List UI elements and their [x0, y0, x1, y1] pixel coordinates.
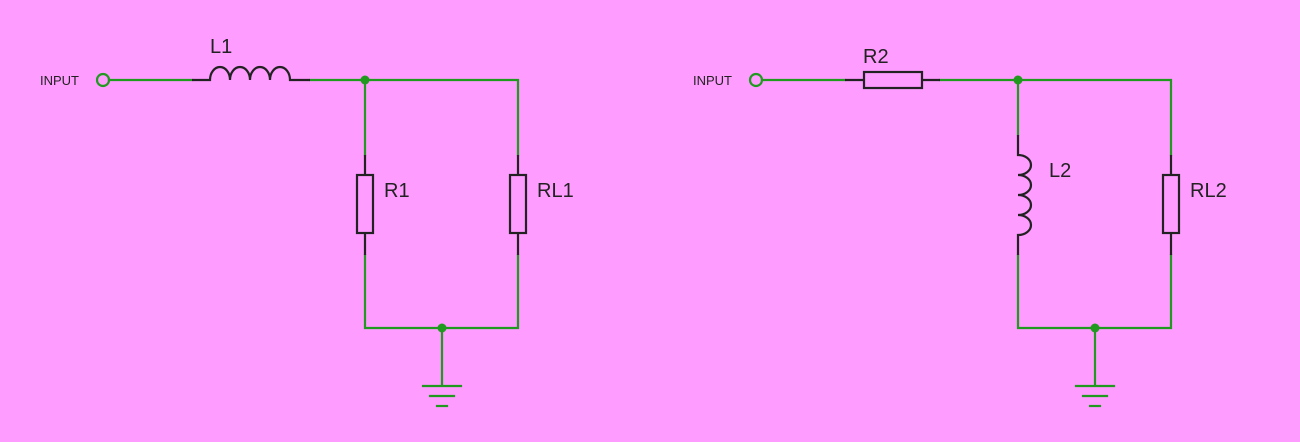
circuit-1: INPUT L1 R1 RL1: [40, 36, 574, 408]
resistor-rl2[interactable]: [1161, 155, 1181, 255]
circuit-1-bottom-junction: [437, 323, 447, 333]
circuit-2-input-label: INPUT: [693, 73, 732, 88]
circuit-2-wires: [760, 78, 1173, 387]
resistor-r2-label: R2: [863, 46, 889, 68]
resistor-r1[interactable]: [355, 155, 375, 255]
circuit-2-input-terminal[interactable]: [748, 72, 764, 88]
inductor-l1[interactable]: [192, 65, 310, 82]
ground-2: [1074, 384, 1116, 408]
circuit-2: INPUT R2 L2 RL2: [693, 46, 1227, 408]
circuit-2-top-junction: [1013, 75, 1023, 85]
resistor-r2[interactable]: [845, 70, 940, 90]
resistor-rl2-label: RL2: [1190, 180, 1227, 202]
resistor-rl1-label: RL1: [537, 180, 574, 202]
circuit-1-input-terminal[interactable]: [95, 72, 111, 88]
circuit-1-wires: [107, 78, 520, 387]
ground-1: [421, 384, 463, 408]
circuit-1-top-junction: [360, 75, 370, 85]
inductor-l1-label: L1: [210, 36, 232, 58]
resistor-r1-label: R1: [384, 180, 410, 202]
circuit-2-bottom-junction: [1090, 323, 1100, 333]
inductor-l2[interactable]: [1016, 135, 1033, 255]
circuit-1-input-label: INPUT: [40, 73, 79, 88]
resistor-rl1[interactable]: [508, 155, 528, 255]
inductor-l2-label: L2: [1049, 160, 1071, 182]
